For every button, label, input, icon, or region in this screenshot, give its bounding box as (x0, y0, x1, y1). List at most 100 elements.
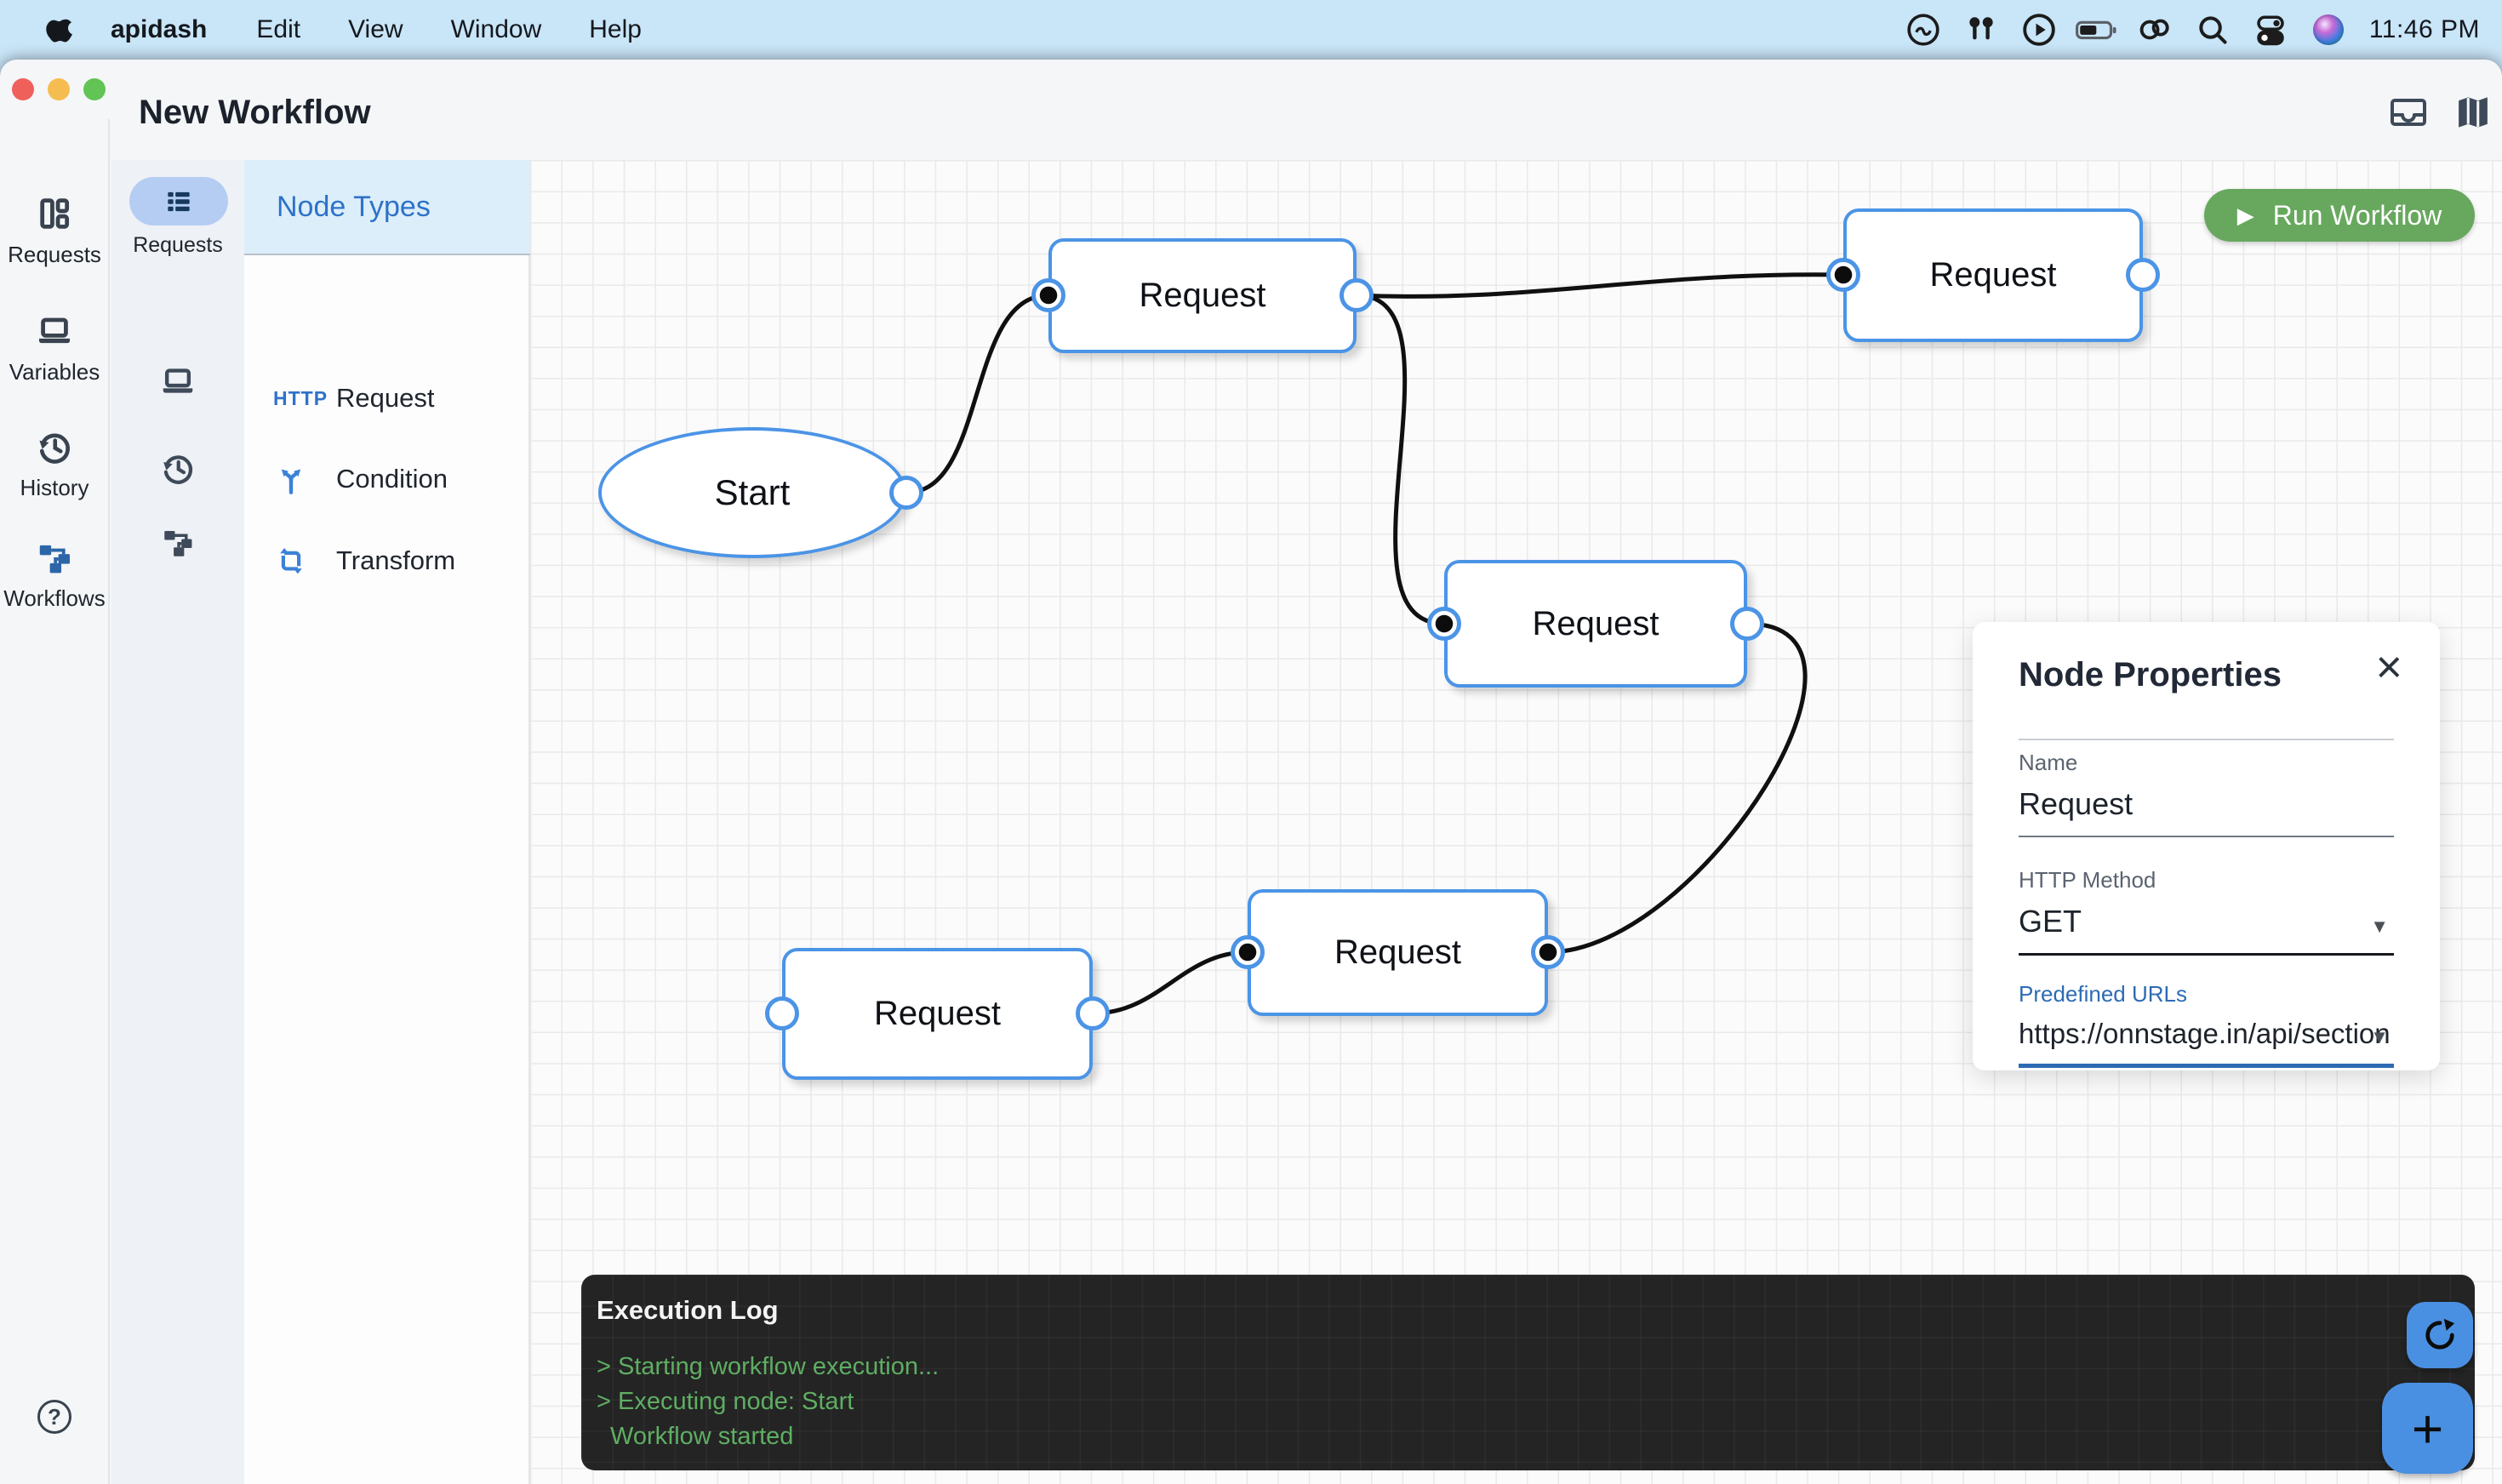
handle-request4-out[interactable] (1076, 996, 1110, 1030)
sidebar-item-workflows[interactable]: Workflows (0, 538, 109, 612)
node-type-label: Condition (336, 464, 448, 494)
sidebar-item-label: Requests (8, 242, 101, 267)
handle-start-out[interactable] (889, 476, 923, 510)
creative-cloud-icon[interactable] (1894, 9, 1952, 50)
node-start[interactable]: Start (598, 427, 906, 558)
http-method-dropdown[interactable]: HTTP Method GET ▼ (2019, 867, 2394, 956)
add-node-button[interactable]: + (2382, 1383, 2473, 1474)
log-line: Workflow started (610, 1423, 794, 1450)
help-button[interactable]: ? (0, 1400, 109, 1434)
app-window: New Workflow Requests (0, 60, 2502, 1484)
name-field[interactable]: Name Request (2019, 750, 2394, 837)
node-label: Request (874, 995, 1001, 1032)
control-center-icon[interactable] (2242, 9, 2299, 50)
collections-tab-requests-active[interactable] (129, 177, 228, 225)
node-types-title: Node Types (277, 190, 431, 223)
node-types-header: Node Types (244, 160, 530, 255)
help-icon: ? (37, 1400, 71, 1434)
window-controls (12, 78, 106, 100)
node-label: Start (714, 472, 791, 512)
chevron-down-icon[interactable]: ▼ (2370, 916, 2389, 937)
tray-save-icon[interactable] (2388, 92, 2429, 133)
play-status-icon[interactable] (2010, 9, 2068, 50)
branch-icon (273, 461, 336, 497)
node-request-2[interactable]: Request (1843, 208, 2143, 342)
universal-control-icon[interactable] (2126, 9, 2184, 50)
collections-sidebar: Requests (111, 160, 244, 1484)
run-workflow-button[interactable]: ▶ Run Workflow (2204, 189, 2475, 242)
dashboard-icon (36, 194, 73, 233)
map-icon[interactable] (2453, 92, 2493, 133)
page-title: New Workflow (139, 94, 371, 131)
handle-request2-in[interactable] (1826, 258, 1860, 292)
http-method-value[interactable]: GET (2019, 904, 2082, 939)
panel-title: Node Properties (2019, 656, 2282, 693)
airpods-icon[interactable] (1952, 9, 2010, 50)
handle-request3-in[interactable] (1427, 607, 1461, 641)
node-label: Request (1334, 933, 1461, 971)
handle-request5-in[interactable] (1231, 935, 1265, 969)
laptop-icon (35, 311, 74, 351)
workflow-tree-icon (164, 531, 192, 556)
node-request-3[interactable]: Request (1444, 560, 1747, 688)
siri-icon[interactable] (2299, 9, 2357, 50)
workflow-tree-icon (35, 538, 74, 577)
collections-tab-environment[interactable] (111, 362, 244, 400)
handle-request2-out[interactable] (2126, 258, 2160, 292)
minimize-window-button[interactable] (48, 78, 70, 100)
zoom-window-button[interactable] (83, 78, 106, 100)
chevron-down-icon[interactable]: ▼ (2370, 1026, 2389, 1047)
menu-app-name[interactable]: apidash (111, 15, 208, 43)
apple-menu[interactable] (32, 9, 89, 50)
sidebar-item-label: Workflows (3, 585, 106, 611)
node-request-5[interactable]: Request (1248, 889, 1548, 1016)
menu-view[interactable]: View (348, 15, 403, 43)
name-value[interactable]: Request (2019, 786, 2134, 821)
log-line: > Starting workflow execution... (597, 1353, 940, 1380)
menu-help[interactable]: Help (589, 15, 642, 43)
plus-icon: + (2411, 1397, 2444, 1459)
spotlight-search-icon[interactable] (2184, 9, 2242, 50)
collections-tab-label: Requests (133, 233, 223, 257)
collections-tab-workflows[interactable] (111, 524, 244, 560)
close-window-button[interactable] (12, 78, 34, 100)
app-sidebar: Requests Variables History (0, 119, 110, 1484)
predefined-urls-dropdown[interactable]: Predefined URLs https://onnstage.in/api/… (2019, 981, 2394, 1068)
node-label: Request (1532, 604, 1659, 642)
history-clock-icon (163, 455, 193, 484)
handle-request3-out[interactable] (1730, 607, 1764, 641)
close-icon[interactable]: × (2375, 642, 2402, 693)
refresh-button[interactable] (2407, 1302, 2473, 1368)
handle-request4-in[interactable] (765, 996, 799, 1030)
menu-edit[interactable]: Edit (256, 15, 301, 43)
node-types-panel: Node Types HTTP Request Condition (244, 160, 530, 1484)
node-type-transform[interactable]: Transform (244, 531, 530, 591)
sidebar-item-history[interactable]: History (0, 427, 109, 501)
menu-bar: apidash Edit View Window Help (0, 0, 2502, 60)
sidebar-item-requests[interactable]: Requests (0, 194, 109, 268)
node-type-label: Transform (336, 545, 456, 575)
log-line: > Executing node: Start (597, 1388, 854, 1415)
sidebar-item-variables[interactable]: Variables (0, 311, 109, 385)
refresh-icon (2425, 1318, 2455, 1350)
node-request-4[interactable]: Request (782, 948, 1093, 1080)
predefined-urls-value[interactable]: https://onnstage.in/api/section (2019, 1018, 2391, 1049)
sidebar-item-label: History (20, 475, 89, 500)
menu-window[interactable]: Window (450, 15, 542, 43)
predefined-urls-label: Predefined URLs (2019, 981, 2187, 1007)
handle-request5-out[interactable] (1531, 935, 1565, 969)
node-type-request[interactable]: HTTP Request (244, 368, 530, 428)
node-request-1[interactable]: Request (1048, 238, 1357, 353)
collections-tab-history[interactable] (111, 449, 244, 487)
battery-icon[interactable] (2068, 9, 2126, 50)
node-label: Request (1929, 256, 2057, 294)
name-label: Name (2019, 750, 2078, 775)
handle-request1-in[interactable] (1031, 278, 1065, 312)
node-properties-panel: Node Properties × Name Request HTTP Meth… (1973, 622, 2440, 1070)
handle-request1-out[interactable] (1340, 278, 1374, 312)
sidebar-item-label: Variables (9, 359, 100, 385)
http-method-label: HTTP Method (2019, 867, 2156, 893)
menu-clock: 11:46 PM (2368, 15, 2480, 43)
node-type-label: Request (336, 383, 435, 413)
node-type-condition[interactable]: Condition (244, 449, 530, 509)
